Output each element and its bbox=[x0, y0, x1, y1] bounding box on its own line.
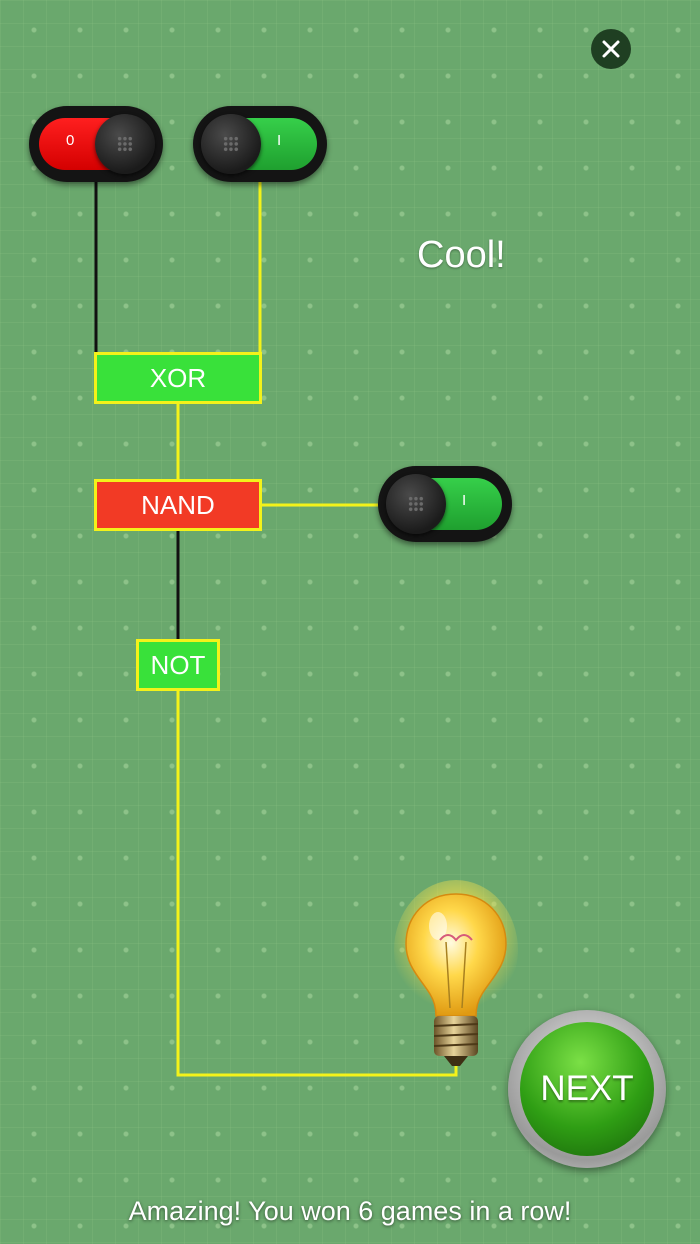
light-bulb-icon bbox=[394, 880, 518, 1066]
win-streak-message: Amazing! You won 6 games in a row! bbox=[128, 1196, 572, 1226]
switch-knob[interactable] bbox=[386, 474, 446, 534]
next-button[interactable]: NEXT bbox=[508, 1010, 666, 1168]
gate-not: NOT bbox=[136, 639, 220, 691]
gate-nand: NAND bbox=[94, 479, 262, 531]
close-icon bbox=[602, 40, 620, 58]
input-switch-1[interactable]: 0 bbox=[29, 106, 163, 182]
input-switch-3[interactable]: I bbox=[378, 466, 512, 542]
switch-state-label: 0 bbox=[66, 132, 75, 149]
wire-not-to-bulb bbox=[176, 690, 458, 1077]
feedback-text: Cool! bbox=[417, 234, 506, 276]
switch-knob[interactable] bbox=[201, 114, 261, 174]
switch-state-label: I bbox=[277, 132, 282, 149]
gate-xor: XOR bbox=[94, 352, 262, 404]
switch-state-label: I bbox=[462, 492, 467, 509]
close-button[interactable] bbox=[591, 29, 631, 69]
input-switch-2[interactable]: I bbox=[193, 106, 327, 182]
next-button-face: NEXT bbox=[520, 1022, 654, 1156]
switch-knob[interactable] bbox=[95, 114, 155, 174]
next-button-label: NEXT bbox=[540, 1069, 634, 1108]
